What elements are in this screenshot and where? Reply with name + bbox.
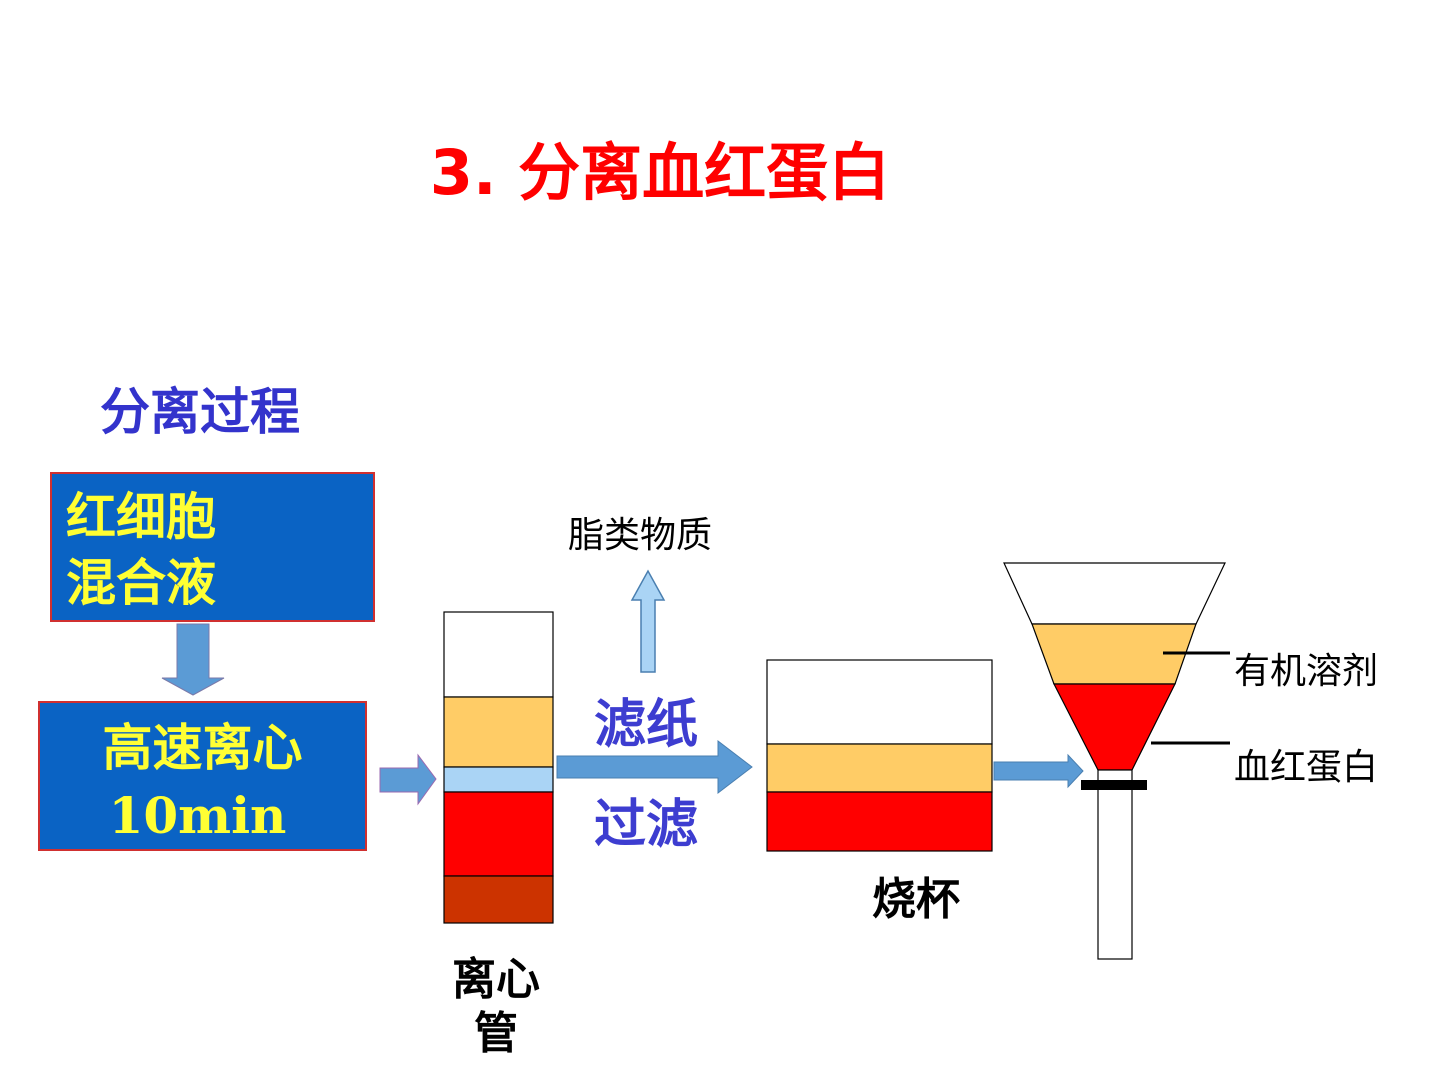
down-arrow-icon [161,623,225,696]
separatory-funnel [1003,562,1226,960]
beaker-layer-hemoglobin [766,791,993,852]
stopcock-icon [1081,780,1147,790]
funnel-layer-hemoglobin [1053,683,1176,771]
centrifuge-box: 高速离心 10min [38,701,367,851]
box2-line1: 高速离心 [102,719,303,777]
box1-line2: 混合液 [66,554,216,612]
beaker-layer-solvent [766,743,993,793]
red-cell-mixture-box: 红细胞 混合液 [50,472,375,622]
hemoglobin-label: 血红蛋白 [1234,747,1379,788]
page-title: 3. 分离血红蛋白 [429,136,891,209]
tube-layer-hemoglobin [443,791,554,877]
filter-paper-label: 滤纸 [594,695,699,755]
section-subtitle: 分离过程 [100,383,300,441]
right-arrow-icon-2 [556,739,753,795]
organic-solvent-label: 有机溶剂 [1234,651,1379,692]
tube-label-line2: 管 [474,1008,518,1059]
filtration-label: 过滤 [594,795,699,855]
tube-layer-light [443,766,554,793]
beaker [766,659,993,852]
beaker-label: 烧杯 [872,874,960,925]
lipid-label: 脂类物质 [568,515,713,556]
box2-line2: 10min [108,786,287,845]
tube-layer-sediment [443,875,554,924]
tube-label-line1: 离心 [452,954,540,1005]
box1-line1: 红细胞 [66,488,216,546]
up-arrow-icon [630,569,666,673]
tube-layer-lipid [443,696,554,768]
centrifuge-tube [443,611,554,924]
right-arrow-icon-1 [379,753,437,806]
right-arrow-icon-3 [993,753,1084,789]
